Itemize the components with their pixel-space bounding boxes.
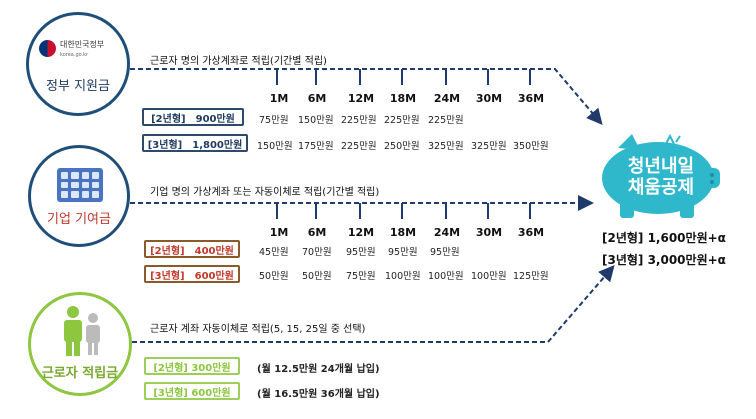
youth-savings-piggy-bank: 청년내일 채움공제 [596,130,726,222]
amount-cell: 75만원 [259,115,289,126]
gov-month-label: 12M [347,92,375,105]
piggy-title: 청년내일 채움공제 [596,156,726,198]
gov-month-label: 6M [307,92,327,105]
piggy-bank-icon [602,133,720,218]
piggy-title-line2: 채움공제 [627,177,695,198]
emp-month-label: 6M [307,226,327,239]
worker-plan-2yr: [2년형] 300만원 [144,357,240,375]
amount-cell: 225만원 [428,115,464,126]
employer-section-title: 기업 명의 가상계좌 또는 자동이체로 적립(기간별 적립) [150,187,380,198]
taegeuk-icon [39,40,56,57]
emp-month-label: 12M [347,226,375,239]
emp-month-label: 30M [475,226,503,239]
gov-plan-3yr: [3년형] 1,800만원 [142,134,248,152]
emp-month-ticks [276,203,531,219]
amount-cell: 100만원 [471,271,507,282]
gov-month-label: 30M [475,92,503,105]
gov-flow-arrow [130,68,603,126]
worker-flow-arrow [132,264,615,343]
people-icon [64,306,100,356]
employer-contribution-circle: 기업 기여금 [28,145,130,247]
worker-savings-circle: 근로자 적립금 [28,292,132,396]
gov-logo-text: 대한민국정부 [60,40,105,49]
plan-total: 400만원 [194,245,234,257]
amount-cell: 125만원 [513,271,549,282]
emp-month-label: 36M [517,226,545,239]
amount-cell: 75만원 [346,271,376,282]
gov-month-label: 18M [389,92,417,105]
amount-cell: 250만원 [384,141,420,152]
emp-month-label: 18M [389,226,417,239]
amount-cell: 70만원 [302,247,332,258]
amount-cell: 150만원 [257,141,293,152]
plan-type: [3년형] [147,139,183,151]
plan-type: [2년형] [150,245,185,257]
amount-cell: 45만원 [259,247,289,258]
worker-plan-3yr-note: (월 16.5만원 36개월 납입) [257,389,380,400]
emp-plan-2yr: [2년형] 400만원 [144,240,240,258]
plan-type: [2년형] [151,113,186,125]
emp-month-label: 1M [269,226,289,239]
worker-plan-3yr: [3년형] 600만원 [144,382,240,400]
emp-plan-3yr: [3년형] 600만원 [144,265,240,283]
gov-logo-url: korea.go.kr [60,52,89,58]
amount-cell: 175만원 [298,141,334,152]
amount-cell: 95만원 [346,247,376,258]
plan-total: 900만원 [195,113,235,125]
amount-cell: 100만원 [428,271,464,282]
gov-month-label: 1M [269,92,289,105]
gov-month-ticks [276,69,531,85]
worker-plan-2yr-note: (월 12.5만원 24개월 납입) [257,364,380,375]
amount-cell: 225만원 [341,141,377,152]
amount-cell: 350만원 [513,141,549,152]
plan-total: 600만원 [194,270,234,282]
worker-savings-label: 근로자 적립금 [41,366,119,381]
employer-contribution-label: 기업 기여금 [47,212,111,227]
worker-section-title: 근로자 계좌 자동이체로 적립(5, 15, 25일 중 선택) [150,324,366,335]
gov-month-label: 24M [433,92,461,105]
plan-type: [3년형] [150,270,185,282]
amount-cell: 225만원 [384,115,420,126]
amount-cell: 50만원 [259,271,289,282]
gov-month-label: 36M [517,92,545,105]
amount-cell: 50만원 [302,271,332,282]
amount-cell: 150만원 [298,115,334,126]
gov-plan-2yr: [2년형] 900만원 [142,108,244,126]
plan-total: 1,800만원 [192,139,243,151]
gov-logo: 대한민국정부 korea.go.kr [39,37,119,61]
amount-cell: 100만원 [385,271,421,282]
amount-cell: 325만원 [471,141,507,152]
gov-support-label: 정부 지원금 [46,79,110,94]
amount-cell: 225만원 [341,115,377,126]
amount-cell: 95만원 [430,247,460,258]
building-icon [57,168,103,202]
amount-cell: 95만원 [388,247,418,258]
amount-cell: 325만원 [428,141,464,152]
emp-month-label: 24M [433,226,461,239]
total-2yr: [2년형] 1,600만원+α [602,231,726,245]
total-3yr: [3년형] 3,000만원+α [602,253,726,267]
gov-section-title: 근로자 명의 가상계좌로 적립(기간별 적립) [150,56,327,67]
gov-support-circle: 대한민국정부 korea.go.kr 정부 지원금 [26,12,130,116]
piggy-title-line1: 청년내일 [627,156,695,177]
